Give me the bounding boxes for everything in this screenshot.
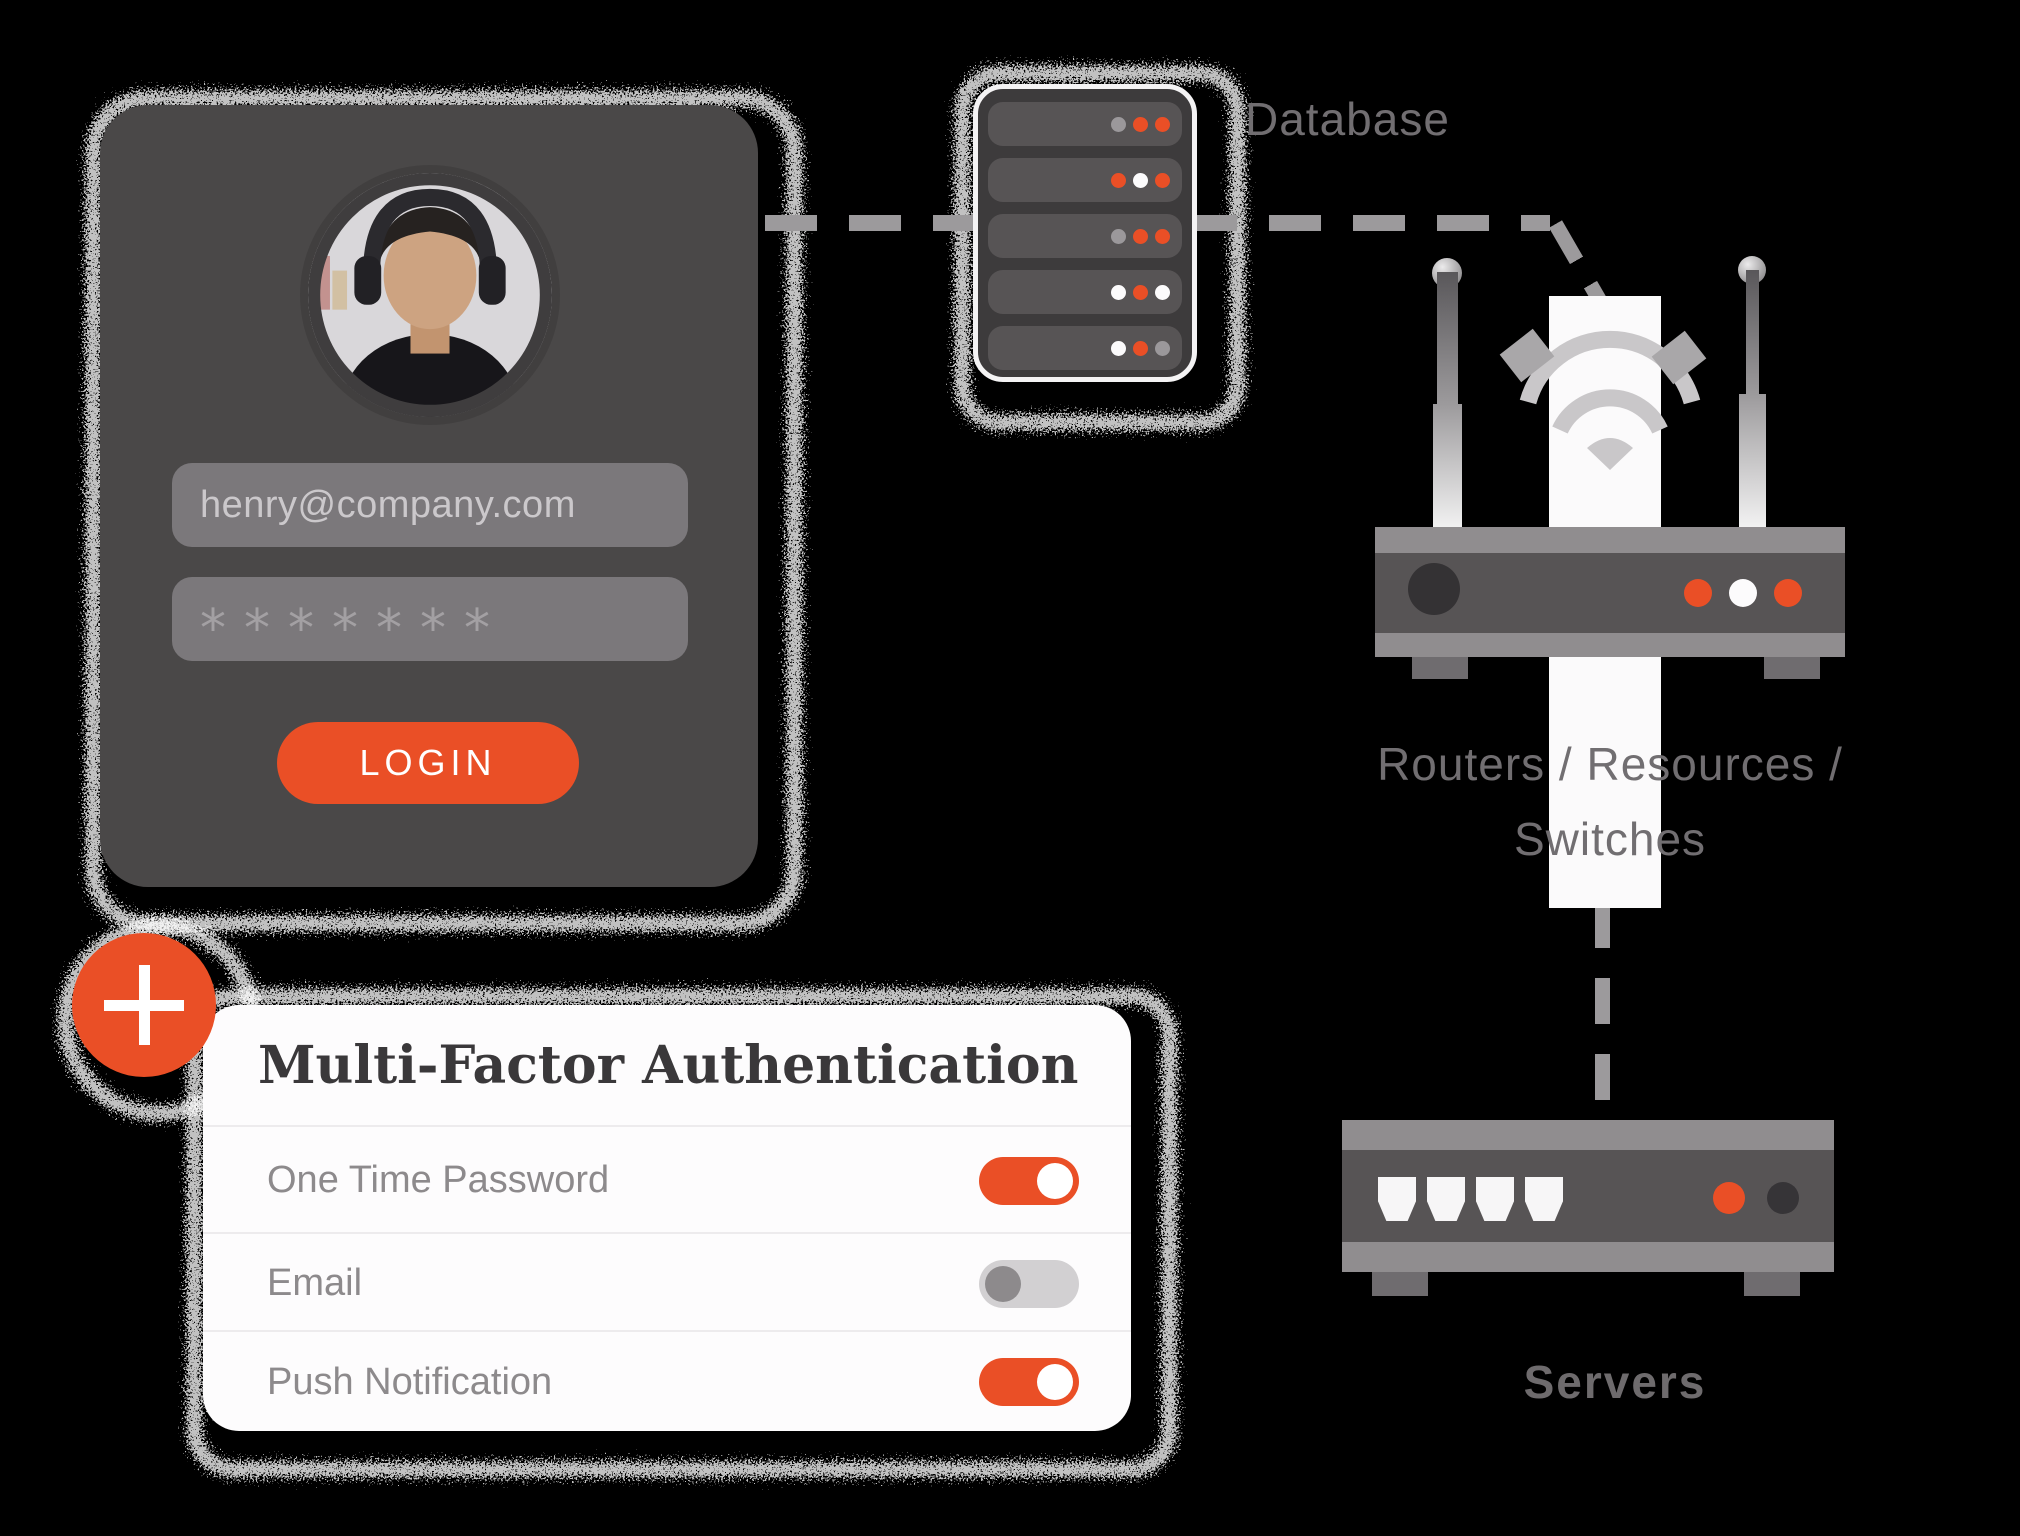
ethernet-port-icon — [1525, 1177, 1563, 1221]
email-value: henry@company.com — [200, 483, 576, 526]
password-field[interactable]: ******* — [172, 577, 688, 661]
toggle-push-notification[interactable] — [979, 1358, 1079, 1406]
password-masked-value: ******* — [200, 599, 508, 659]
server-illustration — [1342, 1120, 1834, 1272]
antenna-right — [1746, 270, 1759, 394]
server-leds — [1713, 1182, 1799, 1214]
server-top-panel — [1342, 1120, 1834, 1150]
antenna-right — [1739, 394, 1766, 544]
status-led-dot — [1774, 579, 1802, 607]
ethernet-port-icon — [1476, 1177, 1514, 1221]
status-led-dot — [1729, 579, 1757, 607]
router-label-line2: Switches — [1513, 813, 1707, 865]
status-led-dot — [1111, 228, 1126, 244]
status-led-dot — [1155, 284, 1170, 300]
router-top-panel — [1375, 527, 1845, 553]
spray-halo — [955, 66, 1245, 430]
antenna-left — [1433, 404, 1462, 544]
status-led-dot — [1111, 116, 1126, 132]
mfa-row-label: One Time Password — [267, 1159, 610, 1201]
status-led-dot — [1133, 116, 1148, 132]
vertical-dashed-connector — [1595, 902, 1610, 1120]
user-avatar — [308, 173, 552, 417]
router-port-circle — [1408, 563, 1460, 615]
router-bottom-panel — [1375, 633, 1845, 657]
spray-halo — [187, 989, 1177, 1477]
database-label: Database — [1245, 93, 1450, 145]
status-led-dot — [1155, 172, 1170, 188]
server-rack-row — [988, 326, 1182, 370]
mfa-row-email: Email — [203, 1232, 1131, 1332]
server-rack-row — [988, 214, 1182, 258]
server-rack-row — [988, 102, 1182, 146]
router-foot — [1412, 657, 1468, 679]
status-led-dot — [1155, 116, 1170, 132]
toggle-knob — [985, 1266, 1021, 1302]
spray-halo — [86, 91, 802, 931]
status-led-dot — [1133, 284, 1148, 300]
status-led-dot — [1111, 284, 1126, 300]
ethernet-port-icon — [1378, 1177, 1416, 1221]
status-led-dot — [1133, 340, 1148, 356]
status-led-dot — [1155, 228, 1170, 244]
router-leds — [1684, 579, 1802, 607]
server-bottom-panel — [1342, 1242, 1834, 1272]
server-rack-row — [988, 270, 1182, 314]
toggle-knob — [1037, 1364, 1073, 1400]
server-ports — [1378, 1177, 1563, 1221]
status-led-dot — [1111, 340, 1126, 356]
toggle-email[interactable] — [979, 1260, 1079, 1308]
toggle-knob — [1037, 1163, 1073, 1199]
status-led-dot — [1133, 172, 1148, 188]
server-foot — [1372, 1272, 1428, 1296]
ethernet-port-icon — [1427, 1177, 1465, 1221]
avatar-illustration — [308, 173, 552, 417]
status-led-dot — [1111, 172, 1126, 188]
toggle-one-time-password[interactable] — [979, 1157, 1079, 1205]
database-icon — [973, 84, 1197, 382]
antenna-left — [1437, 272, 1458, 404]
login-button[interactable]: LOGIN — [277, 722, 579, 804]
server-rack-row — [988, 158, 1182, 202]
router-body — [1375, 527, 1845, 657]
status-led-dot — [1133, 228, 1148, 244]
status-led-dot — [1713, 1182, 1745, 1214]
plus-button[interactable] — [72, 933, 216, 1077]
server-front-panel — [1342, 1150, 1834, 1242]
database-rows — [988, 102, 1182, 370]
router-foot — [1764, 657, 1820, 679]
email-field[interactable]: henry@company.com — [172, 463, 688, 547]
server-foot — [1744, 1272, 1800, 1296]
mfa-row-label: Push Notification — [267, 1361, 553, 1403]
mfa-row-one-time-password: One Time Password — [203, 1125, 1131, 1234]
status-led-dot — [1155, 340, 1170, 356]
status-led-dot — [1684, 579, 1712, 607]
mfa-row-label: Email — [267, 1261, 363, 1304]
servers-label: Servers — [1523, 1356, 1707, 1408]
mfa-title: Multi-Factor Authentication — [258, 1035, 1079, 1096]
mfa-row-push-notification: Push Notification — [203, 1330, 1131, 1433]
status-led-dot — [1767, 1182, 1799, 1214]
mfa-card: Multi-Factor Authentication One Time Pas… — [203, 1005, 1131, 1431]
router-label-line1: Routers / Resources / — [1377, 738, 1843, 790]
